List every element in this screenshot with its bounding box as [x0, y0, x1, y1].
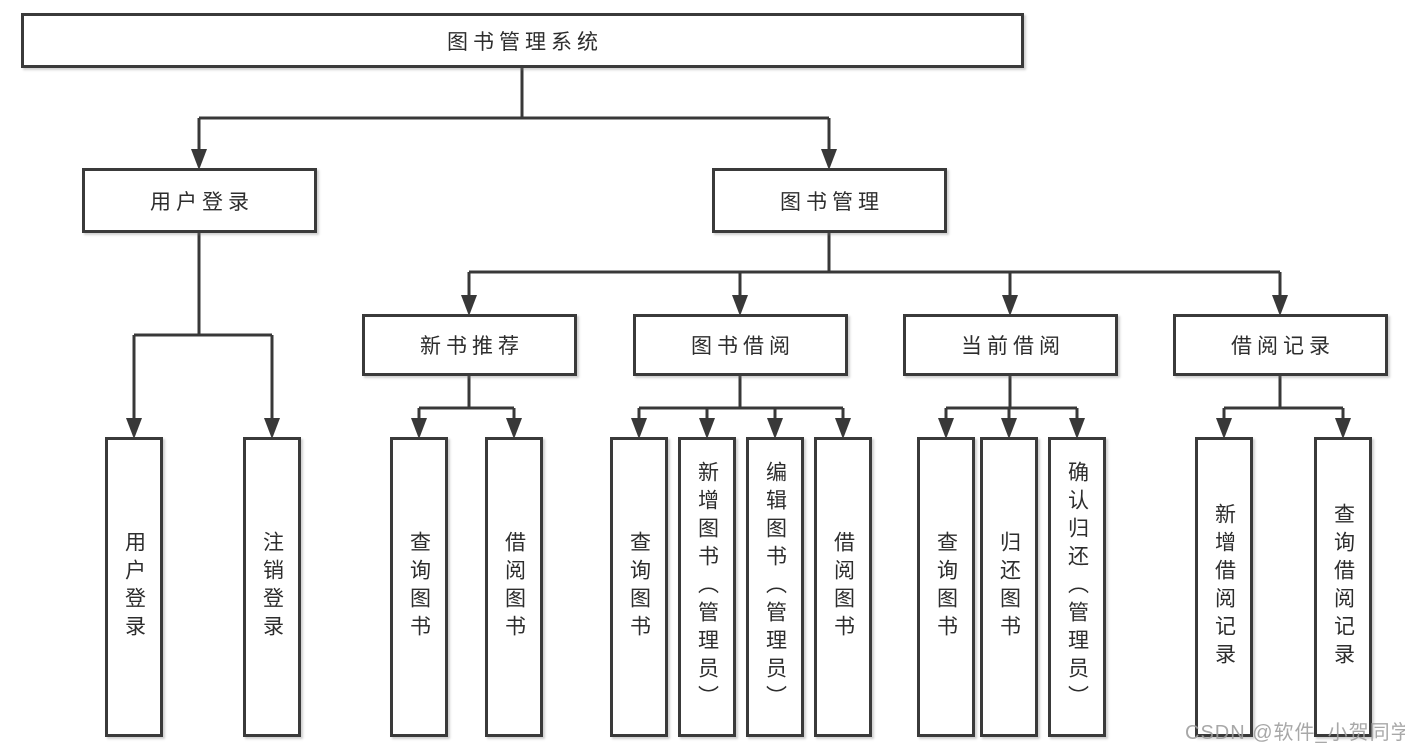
leaf-add-borrow-record: 新增借阅记录	[1195, 437, 1253, 737]
node-label: 新书推荐	[420, 335, 524, 358]
leaf-query-books-borrow: 查询图书	[610, 437, 668, 737]
node-label: 图书借阅	[691, 335, 795, 358]
node-current-borrowing: 当前借阅	[903, 314, 1118, 376]
node-new-book-recommend: 新书推荐	[362, 314, 577, 376]
node-label: 归还图书	[997, 531, 1021, 643]
leaf-borrow-book: 借阅图书	[814, 437, 872, 737]
node-user-login: 用户登录	[82, 168, 317, 233]
node-label: 借阅记录	[1231, 335, 1335, 358]
node-root-system: 图书管理系统	[21, 13, 1024, 68]
leaf-edit-book-admin: 编辑图书（管理员）	[746, 437, 804, 737]
node-label: 借阅图书	[502, 531, 526, 643]
leaf-query-books-current: 查询图书	[917, 437, 975, 737]
leaf-add-book-admin: 新增图书（管理员）	[678, 437, 736, 737]
node-book-management: 图书管理	[712, 168, 947, 233]
node-book-borrowing: 图书借阅	[633, 314, 848, 376]
leaf-confirm-return-admin: 确认归还（管理员）	[1048, 437, 1106, 737]
leaf-borrow-book-recommend: 借阅图书	[485, 437, 543, 737]
node-label: 编辑图书（管理员）	[763, 461, 787, 713]
node-label: 新增图书（管理员）	[695, 461, 719, 713]
node-borrowing-records: 借阅记录	[1173, 314, 1388, 376]
leaf-logout: 注销登录	[243, 437, 301, 737]
node-label: 用户登录	[150, 190, 254, 214]
node-label: 查询图书	[934, 531, 958, 643]
node-label: 借阅图书	[831, 531, 855, 643]
node-label: 确认归还（管理员）	[1065, 461, 1089, 713]
node-label: 图书管理	[780, 190, 884, 214]
node-label: 新增借阅记录	[1212, 503, 1236, 671]
node-label: 用户登录	[122, 531, 146, 643]
node-label: 查询借阅记录	[1331, 503, 1355, 671]
leaf-return-book: 归还图书	[980, 437, 1038, 737]
leaf-user-login: 用户登录	[105, 437, 163, 737]
leaf-query-borrow-record: 查询借阅记录	[1314, 437, 1372, 737]
csdn-watermark: CSDN @软件_小贺同学	[1185, 722, 1405, 744]
node-label: 当前借阅	[961, 335, 1065, 358]
node-label: 注销登录	[260, 531, 284, 643]
leaf-query-books-recommend: 查询图书	[390, 437, 448, 737]
node-label: 查询图书	[627, 531, 651, 643]
node-label: 查询图书	[407, 531, 431, 643]
node-label: 图书管理系统	[447, 30, 603, 54]
